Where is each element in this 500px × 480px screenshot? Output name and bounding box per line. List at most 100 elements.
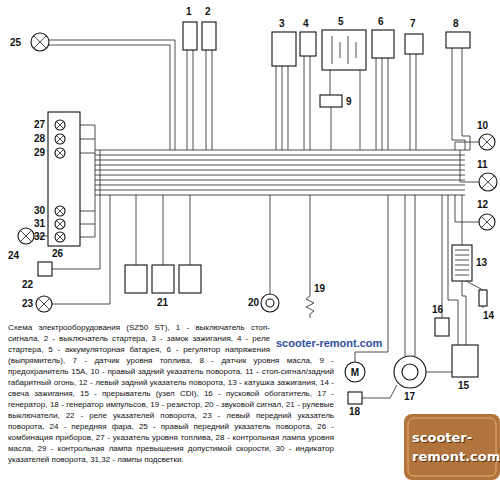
- wire: [482, 137, 492, 147]
- wire: [95, 155, 465, 156]
- wire: [57, 150, 63, 156]
- front-turn-bulb: [31, 33, 49, 51]
- callout-number: 14: [483, 310, 494, 321]
- callout-number: 2: [205, 6, 211, 17]
- wire: [376, 50, 377, 150]
- wire: [57, 221, 63, 227]
- wire: [460, 182, 479, 183]
- stop-switch: [183, 22, 197, 50]
- wire: [455, 250, 469, 251]
- indicator-bulb: [55, 232, 65, 242]
- flasher-relay: [38, 262, 52, 276]
- wire: [483, 306, 484, 308]
- wire: [482, 217, 492, 227]
- wire: [330, 70, 331, 95]
- callout-number: 15: [458, 380, 469, 391]
- front-turn-bulb: [36, 296, 52, 312]
- callout-number: 18: [349, 406, 360, 417]
- wire: [206, 50, 207, 150]
- wire: [460, 150, 461, 182]
- wire: [57, 122, 63, 128]
- starter-relay: [300, 32, 316, 56]
- wire: [57, 221, 63, 227]
- wire: [80, 211, 95, 212]
- wire: [388, 50, 389, 150]
- wire: [332, 36, 333, 64]
- rear-turn-bulb: [479, 214, 495, 230]
- wire: [310, 195, 311, 296]
- wire: [360, 70, 361, 150]
- wire: [455, 265, 469, 266]
- ignition-switch: [272, 32, 296, 66]
- wire: [482, 176, 494, 188]
- callout-number: 1: [186, 6, 192, 17]
- generator-rotor: [402, 364, 418, 380]
- wire: [21, 231, 31, 241]
- wire: [80, 153, 95, 154]
- wire: [382, 50, 383, 150]
- wire: [95, 185, 465, 186]
- wire: [415, 195, 416, 356]
- cdi-unit: [452, 345, 478, 377]
- callout-number: 5: [338, 16, 344, 27]
- battery: [322, 30, 366, 70]
- logo-plate: [404, 414, 500, 480]
- wire: [426, 372, 452, 373]
- wire: [405, 195, 406, 356]
- callout-number: 30: [34, 205, 45, 216]
- wire: [212, 50, 213, 150]
- handlebar-switch: [125, 265, 147, 293]
- horn-cone: [266, 299, 274, 307]
- wire: [34, 36, 46, 48]
- wire: [416, 50, 417, 150]
- starter-switch: [202, 22, 216, 50]
- pulse-generator: [348, 392, 362, 404]
- wire: [57, 136, 63, 142]
- wire: [455, 275, 469, 276]
- wire: [34, 36, 46, 48]
- callout-number: 20: [248, 297, 259, 308]
- callout-number: 28: [34, 133, 45, 144]
- wire: [455, 255, 469, 256]
- wire: [455, 142, 479, 143]
- wire: [95, 125, 96, 237]
- wire: [187, 50, 188, 150]
- starter-motor: [345, 362, 365, 382]
- wire: [466, 281, 483, 290]
- fuel-sender: [405, 34, 423, 54]
- wire: [95, 165, 465, 166]
- wire: [57, 234, 63, 240]
- wire: [340, 42, 341, 58]
- wire: [57, 234, 63, 240]
- wire: [331, 107, 332, 150]
- callout-number: 29: [34, 147, 45, 158]
- voltage-regulator: [372, 30, 394, 58]
- handlebar-switch: [152, 265, 174, 293]
- logo-text: scooter-remont.com: [412, 428, 498, 466]
- stop-tail-bulb: [479, 173, 497, 191]
- wire: [306, 296, 314, 318]
- callout-number: 32: [34, 231, 45, 242]
- wire: [52, 269, 100, 270]
- wire: [482, 137, 492, 147]
- callout-number: 19: [314, 283, 325, 294]
- wire: [39, 299, 49, 309]
- wire: [193, 50, 194, 150]
- callout-number: 12: [477, 199, 488, 210]
- generator: [394, 356, 426, 388]
- wire: [95, 170, 465, 171]
- indicator-bulb: [55, 148, 65, 158]
- wire: [455, 260, 469, 261]
- callout-number: 10: [477, 120, 488, 131]
- wire: [362, 385, 397, 398]
- wire: [442, 195, 443, 318]
- wire: [452, 48, 465, 150]
- auto-choke: [435, 318, 449, 336]
- callout-number: 24: [8, 250, 19, 261]
- callout-number: 27: [34, 119, 45, 130]
- wire: [455, 222, 479, 223]
- wire: [21, 231, 31, 241]
- wire: [482, 176, 494, 188]
- indicator-bulb: [55, 219, 65, 229]
